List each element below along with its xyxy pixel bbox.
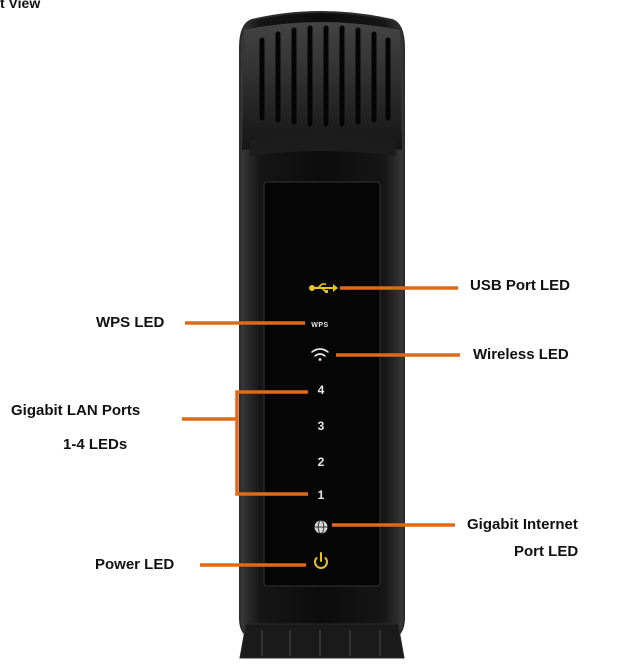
lan-bracket-line [235, 390, 308, 496]
vent-slots [259, 25, 391, 127]
wps-glyph: WPS [311, 322, 328, 329]
lan-led-3: 3 [318, 419, 325, 433]
wps-led-label: WPS LED [96, 314, 165, 331]
usb-icon [309, 283, 338, 293]
lan-led-2: 2 [318, 455, 325, 469]
internet-led-label-line2: Port LED [514, 543, 579, 560]
lan-led-4: 4 [318, 383, 325, 397]
wireless-led-label: Wireless LED [473, 346, 569, 363]
usb-led-label: USB Port LED [470, 277, 571, 294]
lan-led-label-line2: 1-4 LEDs [63, 436, 128, 453]
vent-cap [242, 22, 402, 150]
led-panel [263, 181, 381, 587]
power-icon [314, 552, 328, 569]
wifi-icon [311, 348, 329, 361]
view-title: t View [0, 0, 41, 11]
router-stand [239, 623, 405, 659]
callout-lines [182, 286, 460, 567]
lan-led-label-line1: Gigabit LAN Ports [11, 402, 141, 419]
globe-icon [314, 520, 328, 534]
power-led-label: Power LED [95, 556, 175, 573]
lan-led-1: 1 [318, 488, 325, 502]
internet-led-label-line1: Gigabit Internet [467, 516, 578, 533]
